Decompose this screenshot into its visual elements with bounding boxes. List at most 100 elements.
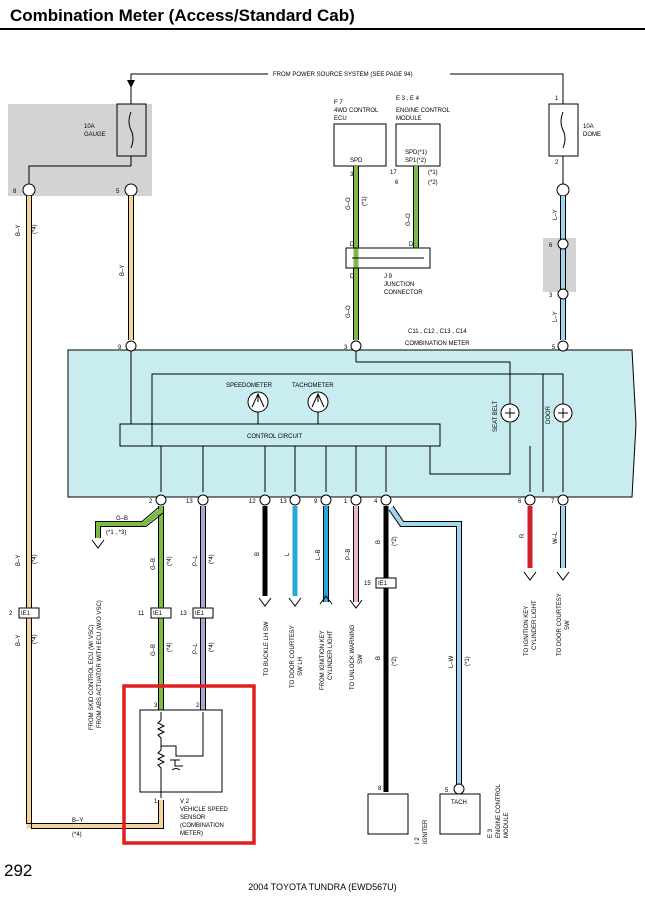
to-door-courtesy-2: SW [565,620,571,630]
wire-l-w-tach [388,506,462,784]
wire-g-b-branch [95,508,163,538]
pin-11-label: 11 [138,611,145,617]
wire-code-l-y-1: L–Y [553,209,559,220]
wire-code-b-y-4: B–Y [72,818,83,824]
v2-pin-3: 3 [154,703,158,709]
pin-9b-label: 9 [314,499,318,505]
ecm-pin-5-connector [453,783,465,795]
e3-name-2: MODULE [504,812,510,838]
igniter-pin-8: 8 [378,786,382,792]
pin-13b-label: 13 [280,499,287,505]
ecm-pin-5-label: 5 [445,788,449,794]
wire-code-b-3: B [376,656,382,660]
ecm-name-1: ENGINE CONTROL [396,108,451,114]
pin-9-meter [320,494,332,506]
f7-code: F 7 [334,100,343,106]
j9-name-1: JUNCTION [384,282,414,288]
ie1-connector-left [18,607,40,619]
wire-code-b-1: B [255,552,261,556]
ie1-label-13: IE1 [195,611,205,617]
j9-pin-d-bottom: D [350,274,355,280]
wire-code-l: L [285,552,291,556]
pin-5-connector [124,183,138,197]
j9-pin-d-right: D [409,242,414,248]
pin-5-meter-label: 5 [552,345,556,351]
from-ignition-key-1: FROM IGNITION KEY [320,630,326,690]
gauge-fuse-rating: 10A [84,124,95,130]
pin-13-meter-b [289,494,301,506]
pin-8-label: 8 [13,189,17,195]
pin-4-label: 4 [374,499,378,505]
j9-junction-connector [345,247,431,269]
ie1-label-11: IE1 [153,611,163,617]
ecm-pin-6: 6 [395,180,399,186]
v2-pin-1: 1 [154,799,158,805]
e3-e4-codes: E 3 , E 4 [396,96,420,102]
wire-code-p-l-2: P–L [193,643,199,654]
pin-1-meter [350,494,362,506]
title-rule [0,28,645,30]
pin-2-meter [155,494,167,506]
to-door-courtesy-lh-2: SW LH [298,657,304,676]
i2-code: I 2 [415,837,421,844]
ie1-label-left: IE1 [21,611,31,617]
wire-code-b-y-2: B–Y [16,555,22,566]
pin-8-connector [22,183,36,197]
to-unlock-2: SW [358,654,364,664]
wire-code-b-y-1: B–Y [16,225,22,236]
note-4-1: (*4) [32,224,38,234]
pin-13-ie1-label: 13 [180,611,187,617]
from-ignition-key-2: CYLINDER LIGHT [328,630,334,680]
pin-12-meter [259,494,271,506]
skid-note-1: FROM SKID CONTROL ECU (W/ VSC) [89,625,95,730]
v2-name-3: (COMBINATION [180,823,224,829]
speedometer-label: SPEEDOMETER [226,383,273,389]
ecm-note-1: (*1) [428,170,438,176]
vehicle-speed-sensor [139,709,223,793]
bottom-pins: 2 13 12 13 9 1 4 6 7 [149,494,569,506]
pin-6-junction [557,238,569,250]
pin-3-meter-label: 3 [344,345,348,351]
to-ignition-key-2: CYLINDER LIGHT [532,600,538,650]
wire-code-w-l: W–L [553,531,559,544]
highlight-box [122,684,256,845]
j9-pin-d-left: D [350,242,355,248]
wire-code-r: R [520,533,526,538]
pin-3-junction-label: 3 [549,293,553,299]
power-arrow-icon [127,80,135,88]
i2-name: IGNITER [423,819,429,844]
pin-13a-label: 13 [186,499,193,505]
ie1-connector-13 [192,607,214,619]
wire-code-l-y-2: L–Y [553,311,559,322]
dome-fuse-pin-2: 2 [555,160,559,166]
tach-ecm-box [439,793,481,835]
pin-1-label: 1 [344,499,348,505]
pin-13-meter-a [197,494,209,506]
pin-15-label: 15 [364,581,371,587]
pin-4-meter [380,494,392,506]
to-buckle-label: TO BUCKLE LH SW [264,621,270,676]
wire-code-g-o-3: G–O [346,305,352,318]
dome-pin-2-connector [556,183,570,197]
door-label: DOOR [546,405,552,424]
wire-code-g-b-3: G–B [151,644,157,656]
v2-code: V 2 [180,799,190,805]
wire-code-g-b-2: G–B [151,558,157,570]
page-number: 292 [4,861,33,880]
note-2-b-1: (*2) [392,536,398,546]
ecm-pin-17: 17 [390,170,397,176]
e3-code: E 3 [488,828,494,838]
f7-spd-pin: SPD [350,158,363,164]
pin-6-meter-label: 6 [518,499,522,505]
skid-note-ref: (*1 , *3) [106,530,126,536]
wire-code-p-l-1: P–L [193,555,199,566]
pin-9-connector [125,340,137,352]
ie1-connector-15 [375,577,397,589]
dome-fuse-pin-1: 1 [555,96,559,102]
ecm-pin-sp1: SP1(*2) [405,158,426,164]
note-4-3: (*4) [32,634,38,644]
f7-name-1: 4WD CONTROL [334,108,379,114]
note-4-pl-1: (*4) [209,554,215,564]
pin-5-meter [557,340,569,352]
